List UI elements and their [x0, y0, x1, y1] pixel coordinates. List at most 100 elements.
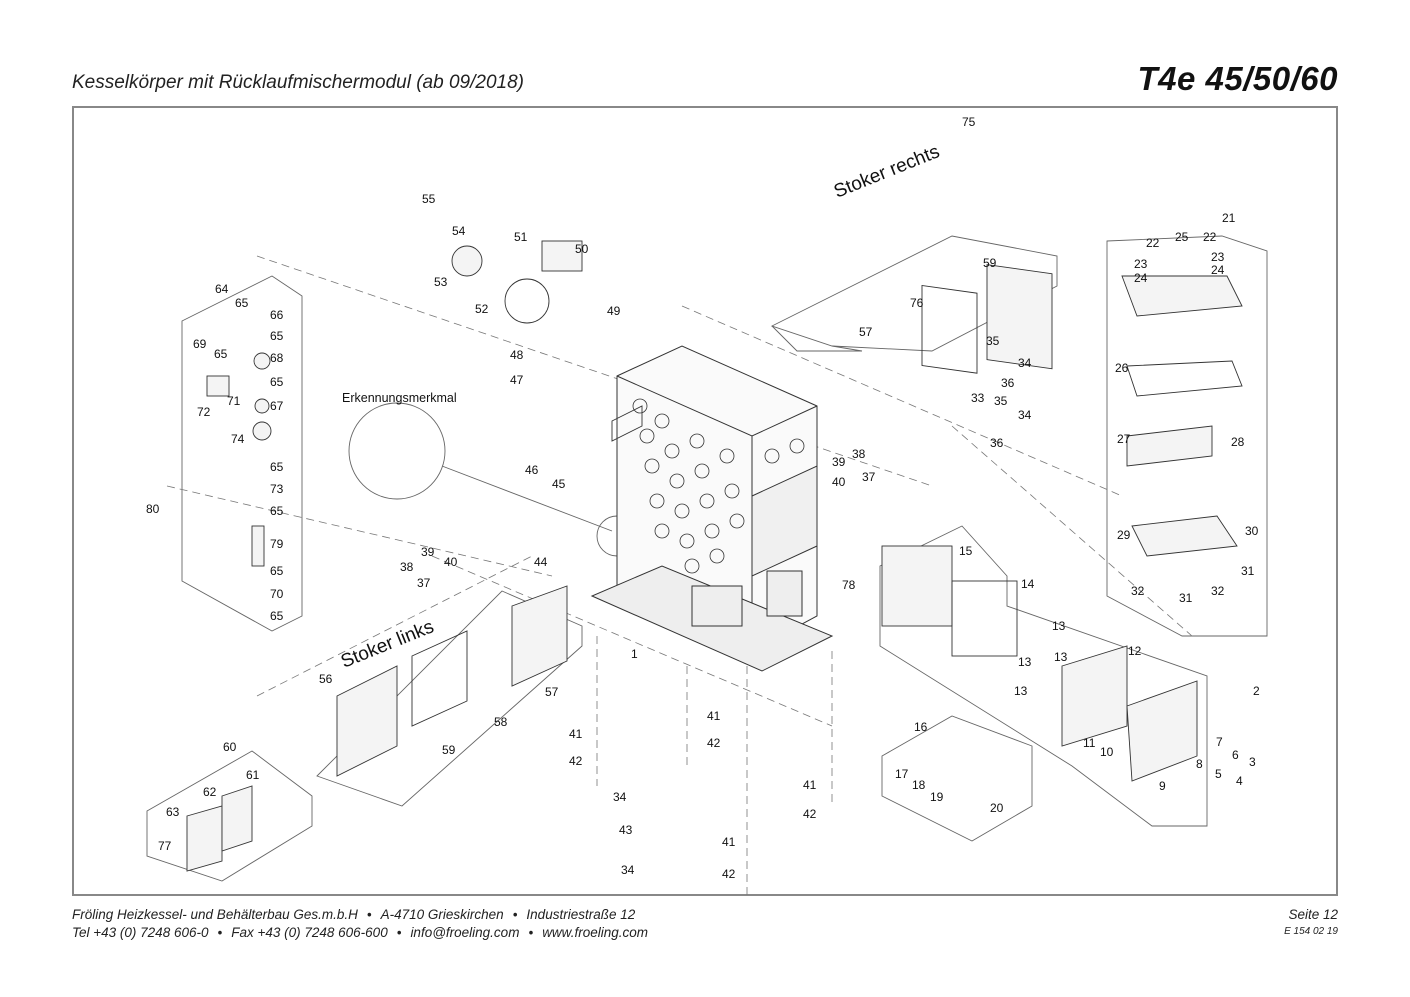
model-title: T4e 45/50/60	[1137, 60, 1338, 97]
part-label-34: 34	[1018, 408, 1032, 422]
part-label-40: 40	[832, 475, 846, 489]
part-label-79: 79	[270, 537, 284, 551]
part-label-4: 4	[1236, 774, 1243, 788]
part-label-3: 3	[1249, 755, 1256, 769]
part-label-23: 23	[1211, 250, 1225, 264]
part-label-19: 19	[930, 790, 944, 804]
part-label-13: 13	[1014, 684, 1028, 698]
part-label-71: 71	[227, 394, 241, 408]
part-label-14: 14	[1021, 577, 1035, 591]
part-label-58: 58	[494, 715, 508, 729]
diagram-frame	[72, 106, 1338, 896]
boiler-body	[590, 345, 834, 672]
part-label-65: 65	[270, 564, 284, 578]
phone-number: Tel +43 (0) 7248 606-0	[72, 925, 209, 940]
part-label-9: 9	[1159, 779, 1166, 793]
part-label-36: 36	[990, 436, 1004, 450]
part-label-54: 54	[452, 224, 466, 238]
separator: •	[366, 907, 372, 922]
part-label-51: 51	[514, 230, 528, 244]
assembly-lines	[166, 255, 1193, 896]
part-label-35: 35	[986, 334, 1000, 348]
page-number: Seite 12	[1288, 907, 1338, 922]
part-label-29: 29	[1117, 528, 1131, 542]
part-label-56: 56	[319, 672, 333, 686]
part-label-69: 69	[193, 337, 207, 351]
part-label-8: 8	[1196, 757, 1203, 771]
part-label-24: 24	[1211, 263, 1225, 277]
part-label-23: 23	[1134, 257, 1148, 271]
footer-page-info: Seite 12 E 154 02 19	[1284, 906, 1338, 937]
part-label-41: 41	[803, 778, 817, 792]
part-label-78: 78	[842, 578, 856, 592]
stoker-right-label: Stoker rechts	[831, 141, 943, 202]
part-label-10: 10	[1100, 745, 1114, 759]
separator: •	[217, 925, 223, 940]
part-label-41: 41	[722, 835, 736, 849]
part-label-7: 7	[1216, 735, 1223, 749]
part-label-5: 5	[1215, 767, 1222, 781]
company-address: A-4710 Grieskirchen	[380, 907, 504, 922]
stoker-left-label: Stoker links	[338, 616, 437, 672]
part-label-32: 32	[1211, 584, 1225, 598]
part-label-65: 65	[270, 609, 284, 623]
part-label-13: 13	[1052, 619, 1066, 633]
part-label-70: 70	[270, 587, 284, 601]
part-label-27: 27	[1117, 432, 1131, 446]
marker-label: Erkennungsmerkmal	[342, 391, 457, 405]
part-label-46: 46	[525, 463, 539, 477]
part-label-43: 43	[619, 823, 633, 837]
part-label-65: 65	[270, 375, 284, 389]
part-label-49: 49	[607, 304, 621, 318]
part-label-40: 40	[444, 555, 458, 569]
part-label-36: 36	[1001, 376, 1015, 390]
part-label-45: 45	[552, 477, 566, 491]
part-label-22: 22	[1203, 230, 1217, 244]
part-label-50: 50	[575, 242, 589, 256]
part-label-34: 34	[1018, 356, 1032, 370]
part-label-65: 65	[270, 504, 284, 518]
part-label-42: 42	[707, 736, 721, 750]
part-label-30: 30	[1245, 524, 1259, 538]
part-label-38: 38	[852, 447, 866, 461]
part-label-26: 26	[1115, 361, 1129, 375]
part-label-1: 1	[631, 647, 638, 661]
company-name: Fröling Heizkessel- und Behälterbau Ges.…	[72, 907, 358, 922]
part-label-41: 41	[707, 709, 721, 723]
part-label-67: 67	[270, 399, 284, 413]
part-label-28: 28	[1231, 435, 1245, 449]
part-label-72: 72	[197, 405, 211, 419]
part-label-80: 80	[146, 502, 160, 516]
part-label-57: 57	[545, 685, 559, 699]
part-label-35: 35	[994, 394, 1008, 408]
part-label-74: 74	[231, 432, 245, 446]
separator: •	[396, 925, 402, 940]
footer-line-2: Tel +43 (0) 7248 606-0•Fax +43 (0) 7248 …	[72, 924, 648, 942]
part-label-21: 21	[1222, 211, 1236, 225]
part-label-18: 18	[912, 778, 926, 792]
part-label-75: 75	[962, 115, 976, 129]
part-label-24: 24	[1134, 271, 1148, 285]
part-label-38: 38	[400, 560, 414, 574]
part-label-64: 64	[215, 282, 229, 296]
part-label-61: 61	[246, 768, 260, 782]
part-label-62: 62	[203, 785, 217, 799]
part-label-63: 63	[166, 805, 180, 819]
part-label-76: 76	[910, 296, 924, 310]
part-label-12: 12	[1128, 644, 1142, 658]
page-subtitle: Kesselkörper mit Rücklaufmischermodul (a…	[72, 72, 524, 93]
part-label-17: 17	[895, 767, 909, 781]
part-label-52: 52	[475, 302, 489, 316]
component-sketches	[186, 240, 1243, 872]
part-label-42: 42	[569, 754, 583, 768]
part-label-59: 59	[983, 256, 997, 270]
email-link[interactable]: info@froeling.com	[410, 925, 520, 940]
part-label-42: 42	[803, 807, 817, 821]
document-code: E 154 02 19	[1284, 926, 1338, 937]
part-label-65: 65	[270, 460, 284, 474]
part-label-2: 2	[1253, 684, 1260, 698]
part-label-22: 22	[1146, 236, 1160, 250]
website-link[interactable]: www.froeling.com	[542, 925, 648, 940]
part-label-39: 39	[421, 545, 435, 559]
part-label-37: 37	[417, 576, 431, 590]
